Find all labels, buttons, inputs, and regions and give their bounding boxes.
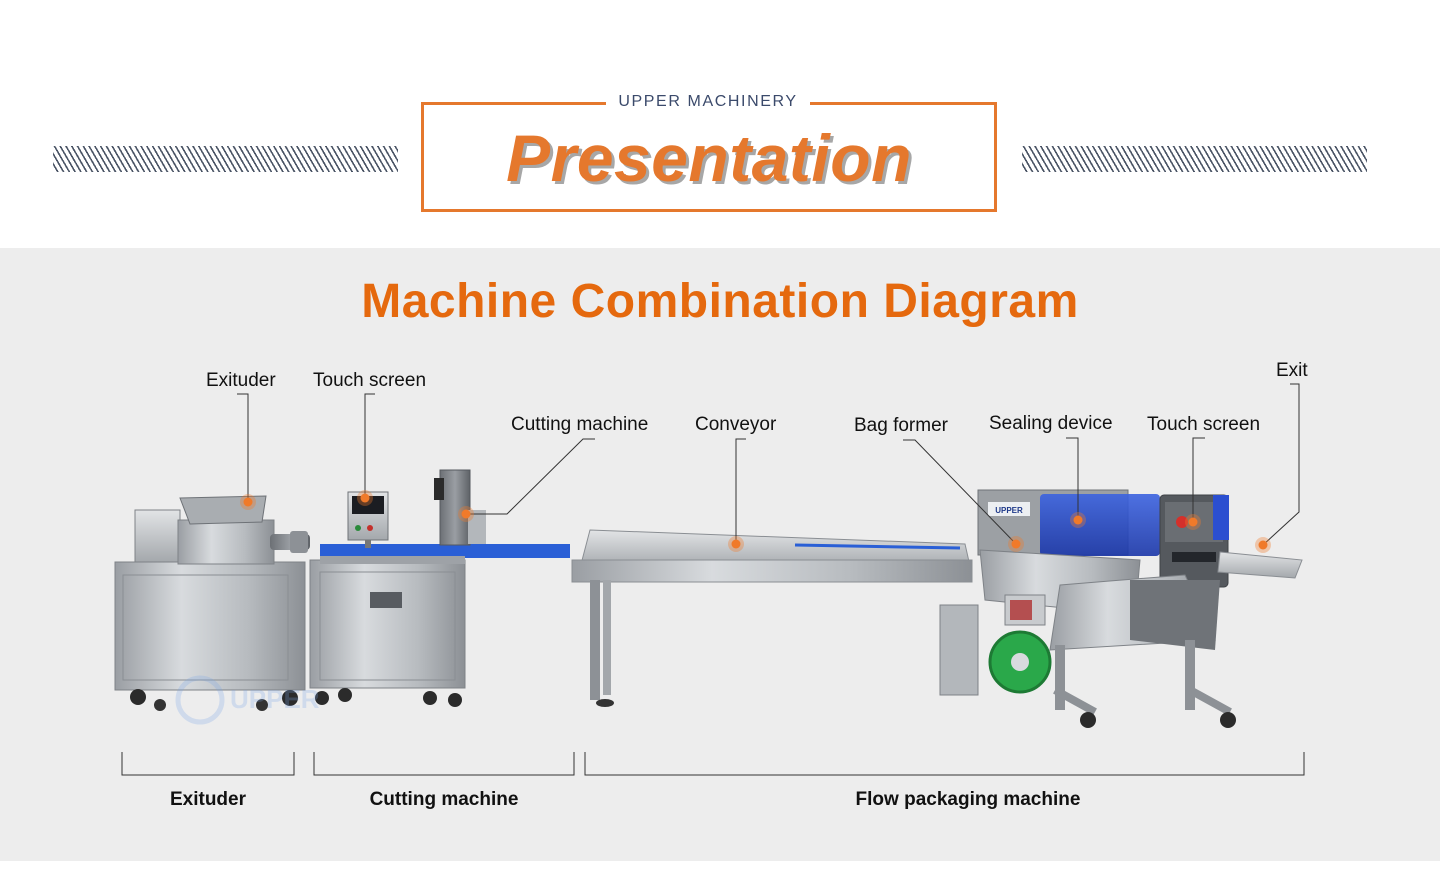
marker-sealing-device [1073,515,1083,525]
bracket-cutting-machine [313,752,575,776]
cutting-wheel [423,691,437,705]
conveyor [571,529,973,707]
leader-touch-screen-1 [364,393,375,498]
cutting-wheel [338,688,352,702]
cutting-belt-frame [320,556,465,564]
watermark: UPPER [175,675,320,725]
marker-exit [1258,540,1268,550]
presentation-title: Presentation [506,121,912,195]
packer-leg [1055,645,1065,710]
packer-side-guard [1213,495,1229,540]
packer-rear-housing [1130,580,1220,650]
leader-sealing-device [1066,437,1079,520]
cutting-cabinet [309,559,466,689]
cutting-vent [370,592,402,608]
conveyor-leg [603,580,611,695]
extruder-door [122,574,289,681]
conveyor-foot [596,699,614,707]
packer-logo-text: UPPER [995,506,1023,515]
callout-bag-former-label: Bag former [854,415,948,436]
cutting-machine [309,469,570,707]
packer-buttons [1172,552,1216,562]
leader-bag-former [903,439,1017,545]
packer-leg-brace [1188,686,1232,716]
packer-logo-plate [988,502,1030,516]
cutting-motor [434,478,444,500]
packer-leg-brace [1053,686,1097,716]
leader-exit [1262,383,1300,546]
brand-label: UPPER MACHINERY [606,91,810,113]
callout-cutting-machine-label: Cutting machine [511,414,649,435]
film-roller [1010,600,1032,620]
marker-cutting-machine [461,509,471,519]
leader-conveyor [735,438,746,544]
extruder-machine [114,495,310,711]
bracket-extruder [121,752,295,776]
hatch-decoration-left [53,146,398,172]
film-roll-core [1011,653,1029,671]
cutting-belt [320,544,570,558]
packer-leg [1185,640,1195,710]
extruder-nozzle-tip [290,531,308,553]
callout-conveyor-label: Conveyor [695,414,777,435]
packer-sealing-guard [1040,494,1160,556]
cutting-head [439,469,471,546]
callout-touch-screen-1-label: Touch screen [313,370,427,391]
callout-touch-screen-2-label: Touch screen [1147,414,1261,435]
marker-conveyor [731,539,741,549]
section-brackets [121,752,1305,776]
cutting-button-green [355,525,361,531]
leader-touch-screen-2 [1192,437,1205,522]
extruder-foot [256,699,268,711]
marker-extruder [243,497,253,507]
conveyor-leg [590,580,600,700]
callout-extruder-label: Exituder [206,370,276,391]
film-holder-frame [939,604,979,696]
extruder-wheel [130,689,146,705]
bracket-flow-packaging [584,752,1305,776]
extruder-barrel-block [177,519,275,565]
conveyor-belt-edge [794,543,961,550]
packer-emergency-stop [1176,516,1188,528]
cutting-touch-screen [352,496,384,514]
conveyor-frame [571,559,973,583]
hatch-decoration-right [1022,146,1367,172]
packer-wheel [1220,712,1236,728]
leader-extruder [237,393,249,502]
flow-packaging-machine: UPPER [939,489,1303,728]
marker-bag-former [1011,539,1021,549]
cutting-wheel [315,691,329,705]
extruder-wheel [282,690,298,706]
control-box-post [365,540,371,548]
marker-touch-screen-1 [360,493,370,503]
leader-cutting-machine [466,438,595,515]
marker-touch-screen-2 [1188,517,1198,527]
callout-leaders [237,383,1300,546]
section-cutting-machine-label: Cutting machine [369,789,519,810]
presentation-header: UPPER MACHINERY Presentation [0,0,1440,248]
extruder-foot [154,699,166,711]
packer-wheel [1080,712,1096,728]
callout-markers [240,490,1271,553]
watermark-text: UPPER [230,684,320,714]
callout-exit-label: Exit [1276,360,1308,381]
cutting-door [319,571,456,681]
callout-sealing-device-label: Sealing device [989,413,1113,434]
section-flow-packaging-label: Flow packaging machine [855,789,1081,810]
diagram-title: Machine Combination Diagram [361,275,1079,328]
cutting-wheel [448,693,462,707]
section-extruder-label: Exituder [169,789,247,810]
packer-exit-tray [1217,551,1303,579]
cutting-blade-guard [468,510,486,544]
extruder-motor-housing [134,509,181,563]
extruder-cabinet [114,561,306,691]
cutting-button-red [367,525,373,531]
